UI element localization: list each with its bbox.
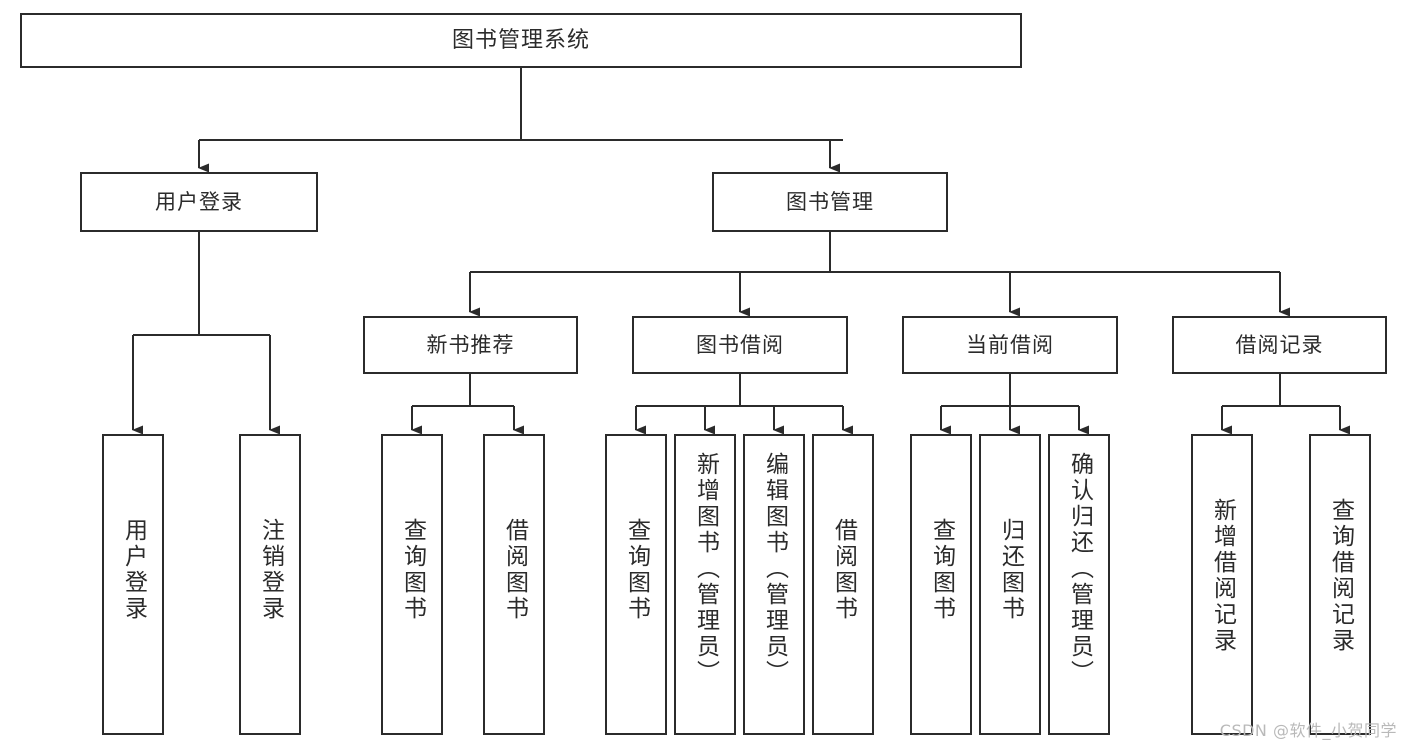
node-new-book-recommend[interactable]: 新书推荐 <box>363 316 578 374</box>
node-label: 图书管理系统 <box>451 27 590 53</box>
node-label: 查询图书 <box>623 518 650 622</box>
node-user-login[interactable]: 用户登录 <box>80 172 318 232</box>
node-label: 借阅图书 <box>501 518 528 622</box>
node-label: 新增图书（管理员） <box>692 452 719 686</box>
leaf-new-book-borrow-book[interactable]: 借阅图书 <box>483 434 545 735</box>
node-label: 新书推荐 <box>426 332 515 357</box>
leaf-book-borrow-edit-book-admin[interactable]: 编辑图书（管理员） <box>743 434 805 735</box>
node-label: 查询图书 <box>399 518 426 622</box>
node-label: 编辑图书（管理员） <box>761 452 788 686</box>
node-label: 查询图书 <box>928 518 955 622</box>
node-borrow-records[interactable]: 借阅记录 <box>1172 316 1387 374</box>
leaf-current-borrow-query-book[interactable]: 查询图书 <box>910 434 972 735</box>
node-book-management[interactable]: 图书管理 <box>712 172 948 232</box>
node-label: 当前借阅 <box>966 332 1054 357</box>
leaf-borrow-records-add-record[interactable]: 新增借阅记录 <box>1191 434 1253 735</box>
node-current-borrow[interactable]: 当前借阅 <box>902 316 1118 374</box>
leaf-user-login-login[interactable]: 用户登录 <box>102 434 164 735</box>
leaf-new-book-query-book[interactable]: 查询图书 <box>381 434 443 735</box>
node-label: 用户登录 <box>155 189 243 214</box>
node-label: 新增借阅记录 <box>1209 498 1236 654</box>
node-label: 注销登录 <box>257 518 284 622</box>
leaf-borrow-records-query-record[interactable]: 查询借阅记录 <box>1309 434 1371 735</box>
node-book-borrow[interactable]: 图书借阅 <box>632 316 848 374</box>
node-label: 借阅图书 <box>830 518 857 622</box>
node-label: 图书管理 <box>786 189 874 214</box>
node-label: 图书借阅 <box>696 332 784 357</box>
node-label: 归还图书 <box>997 518 1024 622</box>
leaf-book-borrow-query-book[interactable]: 查询图书 <box>605 434 667 735</box>
node-label: 用户登录 <box>120 518 147 622</box>
node-label: 确认归还（管理员） <box>1066 452 1093 686</box>
leaf-book-borrow-add-book-admin[interactable]: 新增图书（管理员） <box>674 434 736 735</box>
leaf-current-borrow-confirm-return-admin[interactable]: 确认归还（管理员） <box>1048 434 1110 735</box>
csdn-watermark: CSDN @软件_小贺同学 <box>1219 721 1397 740</box>
node-label: 借阅记录 <box>1235 332 1324 357</box>
node-label: 查询借阅记录 <box>1327 498 1354 654</box>
leaf-current-borrow-return-book[interactable]: 归还图书 <box>979 434 1041 735</box>
leaf-user-login-logout[interactable]: 注销登录 <box>239 434 301 735</box>
node-root-system[interactable]: 图书管理系统 <box>20 13 1022 68</box>
leaf-book-borrow-borrow-book[interactable]: 借阅图书 <box>812 434 874 735</box>
